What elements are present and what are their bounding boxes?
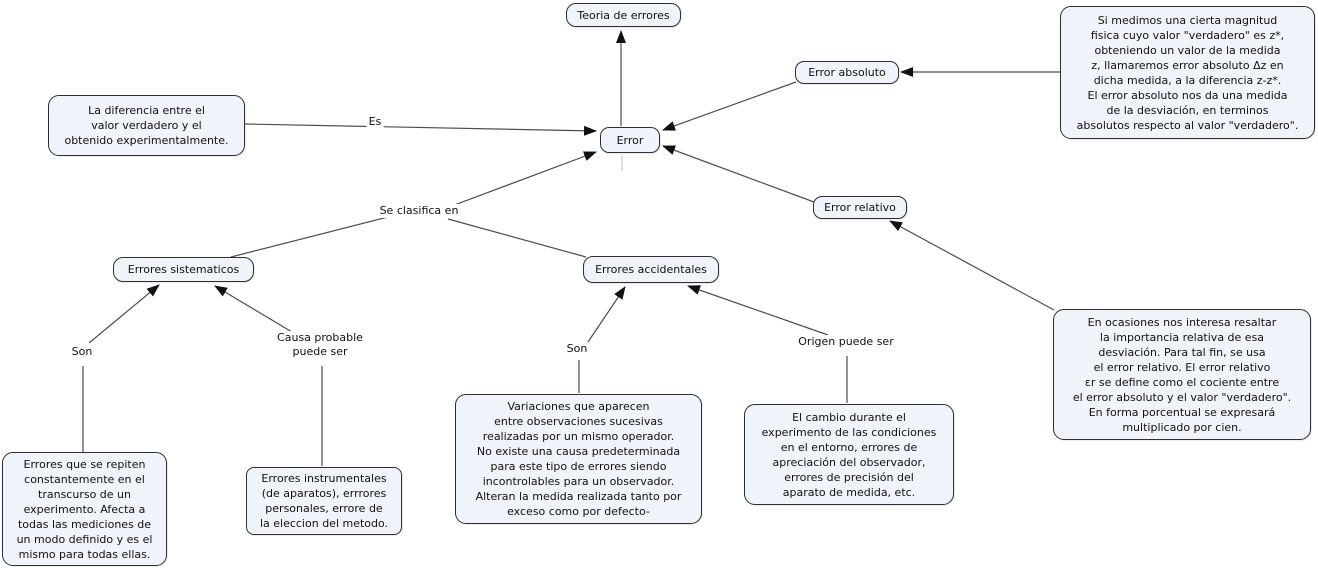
line-origen-to-accidentales bbox=[687, 285, 829, 336]
node-error-label: Error bbox=[616, 133, 644, 147]
node-errores-accidentales-label: Errores accidentales bbox=[595, 263, 707, 276]
textbox-definicion-error[interactable]: La diferencia entre el valor verdadero y… bbox=[48, 95, 245, 156]
line-absoluto-to-error bbox=[662, 81, 797, 131]
textbox-causas-errores-sistematicos[interactable]: Errores instrumentales (de aparatos), er… bbox=[246, 467, 402, 535]
line-son-to-sistematicos bbox=[88, 284, 160, 344]
node-teoria-label: Teoria de errores bbox=[577, 8, 670, 22]
line-relativo-to-error bbox=[662, 145, 815, 203]
line-son2-to-accidentales bbox=[587, 286, 626, 343]
node-error-absoluto-label: Error absoluto bbox=[808, 66, 886, 79]
node-teoria-de-errores[interactable]: Teoria de errores bbox=[566, 3, 681, 27]
line-clasifica-to-sistematicos bbox=[230, 216, 389, 258]
node-error-relativo[interactable]: Error relativo bbox=[813, 196, 907, 219]
node-errores-sistematicos-label: Errores sistematicos bbox=[127, 263, 240, 276]
line-defrelativo-to-relativo bbox=[889, 220, 1055, 311]
node-error-absoluto[interactable]: Error absoluto bbox=[795, 61, 899, 84]
line-clasifica-to-error bbox=[440, 151, 597, 211]
node-error[interactable]: Error bbox=[600, 127, 660, 153]
line-es-to-error bbox=[244, 123, 597, 136]
line-clasifica-to-accidentales bbox=[447, 218, 587, 258]
textbox-definicion-error-relativo[interactable]: En ocasiones nos interesa resaltar la im… bbox=[1053, 309, 1311, 440]
textbox-definicion-errores-accidentales[interactable]: Variaciones que aparecen entre observaci… bbox=[455, 394, 702, 524]
line-causa-to-sistematicos bbox=[214, 285, 293, 333]
link-label-son-sistematicos[interactable]: Son bbox=[69, 345, 95, 359]
link-label-es[interactable]: Es bbox=[366, 115, 384, 129]
node-error-relativo-label: Error relativo bbox=[824, 201, 896, 214]
node-errores-accidentales[interactable]: Errores accidentales bbox=[583, 256, 719, 283]
node-errores-sistematicos[interactable]: Errores sistematicos bbox=[113, 257, 254, 282]
link-label-son-accidentales[interactable]: Son bbox=[564, 342, 590, 356]
link-label-causa-probable[interactable]: Causa probable puede ser bbox=[275, 331, 365, 359]
link-label-se-clasifica-en[interactable]: Se clasifica en bbox=[377, 204, 461, 218]
textbox-definicion-errores-sistematicos[interactable]: Errores que se repiten constantemente en… bbox=[2, 452, 167, 566]
textbox-origen-errores-accidentales[interactable]: El cambio durante el experimento de las … bbox=[744, 404, 954, 505]
textbox-definicion-error-absoluto[interactable]: Si medimos una cierta magnitud fisica cu… bbox=[1060, 6, 1315, 139]
link-label-origen-puede-ser[interactable]: Origen puede ser bbox=[796, 335, 896, 349]
